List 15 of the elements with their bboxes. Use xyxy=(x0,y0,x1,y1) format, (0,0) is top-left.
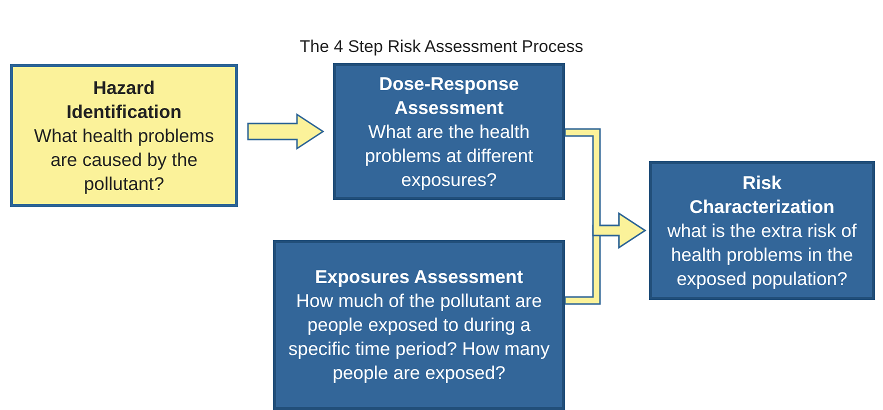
box-heading: Risk Characterization xyxy=(688,170,836,218)
box-text: what is the extra risk of health problems in the exposed population? xyxy=(666,218,858,290)
block-arrow xyxy=(564,128,646,249)
box-heading: Exposures Assessment xyxy=(314,265,524,289)
box-heading: Hazard Identification xyxy=(65,76,183,124)
start-box xyxy=(10,64,238,207)
box-text: How much of the pollutant are people exposed to during a specific time period? How many people are exposed? xyxy=(287,289,551,385)
box-heading: Dose-Response Assessment xyxy=(378,72,520,120)
process-box xyxy=(333,63,565,200)
box-text: What health problems are caused by the pollutant? xyxy=(33,124,215,196)
diagram-title: The 4 Step Risk Assessment Process xyxy=(298,37,584,57)
process-box xyxy=(649,161,875,300)
block-arrow xyxy=(247,113,324,150)
process-box xyxy=(273,240,565,410)
box-text: What are the health problems at different exposures? xyxy=(364,120,534,192)
